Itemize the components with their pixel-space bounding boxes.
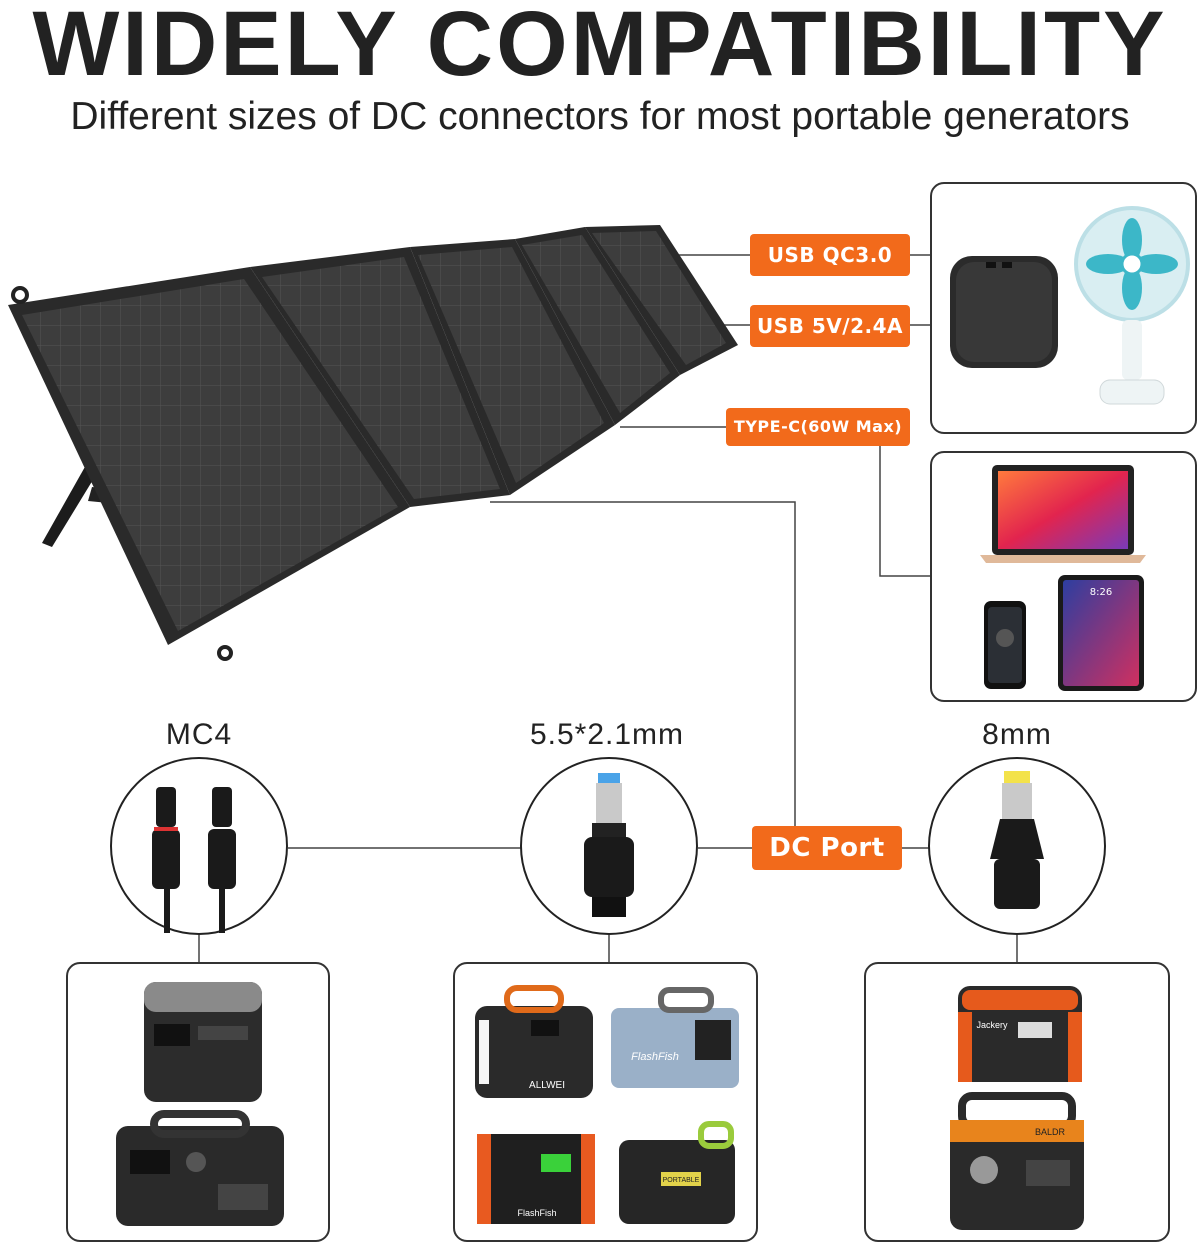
tablet-clock: 8:26 bbox=[1090, 587, 1112, 598]
mc4-generators-illustration bbox=[116, 982, 284, 1226]
phone-icon bbox=[984, 601, 1026, 689]
jackery-brand: Jackery bbox=[976, 1020, 1008, 1030]
solar-panel-illustration bbox=[8, 225, 738, 661]
barrel-8-connector bbox=[928, 757, 1106, 935]
type-c-devices-illustration: 8:26 bbox=[980, 465, 1146, 691]
usb-5v-badge: USB 5V/2.4A bbox=[750, 305, 910, 347]
barrel-8-label: 8mm bbox=[982, 718, 1052, 751]
kickstand bbox=[42, 465, 102, 547]
generator-icon: FlashFish bbox=[477, 1134, 595, 1224]
baldr-brand: BALDR bbox=[1035, 1127, 1066, 1137]
barrel-55-label: 5.5*2.1mm bbox=[529, 718, 685, 751]
barrel-8-generators-illustration: Jackery BALDR bbox=[950, 986, 1084, 1230]
generator-icon: Jackery bbox=[958, 986, 1082, 1082]
dc-port-badge: DC Port bbox=[752, 826, 902, 870]
generator-icon bbox=[144, 982, 262, 1102]
mc4-plug-icon bbox=[152, 787, 236, 933]
generator-icon: ALLWEI bbox=[475, 985, 593, 1098]
portable-brand: PORTABLE bbox=[663, 1177, 700, 1184]
generator-icon: PORTABLE bbox=[619, 1121, 735, 1224]
usb-devices-illustration bbox=[950, 206, 1190, 405]
allwei-brand: ALLWEI bbox=[529, 1080, 565, 1091]
fan-icon bbox=[1074, 206, 1190, 405]
tablet-icon: 8:26 bbox=[1058, 575, 1144, 691]
flashfish-brand: FlashFish bbox=[631, 1051, 679, 1063]
type-c-badge: TYPE-C(60W Max) bbox=[726, 408, 910, 446]
laptop-icon bbox=[980, 465, 1146, 563]
mc4-connector bbox=[110, 757, 288, 935]
mc4-label: MC4 bbox=[165, 718, 233, 751]
barrel-55-connector bbox=[520, 757, 698, 935]
type-c-devices-box: 8:26 bbox=[930, 451, 1197, 702]
page-subtitle: Different sizes of DC connectors for mos… bbox=[70, 95, 1130, 138]
barrel-55-generators-illustration: ALLWEI FlashFish FlashFish PORTABLE bbox=[475, 985, 739, 1224]
barrel-8-plug-icon bbox=[990, 771, 1044, 909]
barrel-8-generators-box: Jackery BALDR bbox=[864, 962, 1170, 1242]
generator-icon: FlashFish bbox=[611, 987, 739, 1088]
generator-icon bbox=[116, 1110, 284, 1226]
mc4-generators-box bbox=[66, 962, 330, 1242]
flashfish-brand-2: FlashFish bbox=[517, 1208, 556, 1218]
generator-icon: BALDR bbox=[950, 1092, 1084, 1230]
page-title: WIDELY COMPATIBILITY bbox=[32, 0, 1168, 95]
usb-qc-badge: USB QC3.0 bbox=[750, 234, 910, 276]
barrel-55-generators-box: ALLWEI FlashFish FlashFish PORTABLE bbox=[453, 962, 758, 1242]
usb-devices-box bbox=[930, 182, 1197, 434]
barrel-55-plug-icon bbox=[584, 773, 634, 917]
